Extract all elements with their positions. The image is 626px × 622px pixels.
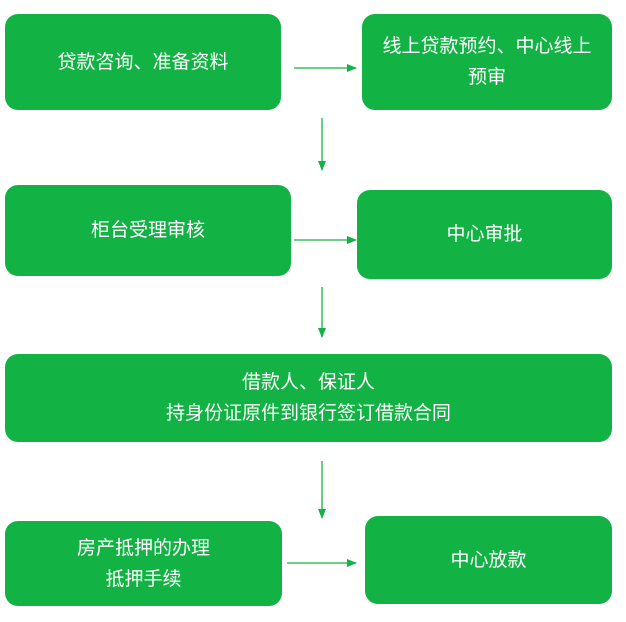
step-sign-contract: 借款人、保证人 持身份证原件到银行签订借款合同	[5, 354, 612, 442]
step-text-line: 线上贷款预约、中心线上	[382, 35, 592, 57]
step-text-line: 房产抵押的办理	[76, 536, 210, 559]
step-counter-review: 柜台受理审核	[5, 185, 291, 276]
step-text-line: 柜台受理审核	[90, 219, 205, 241]
step-loan-consultation: 贷款咨询、准备资料	[5, 14, 281, 110]
step-text-line: 抵押手续	[105, 567, 182, 590]
step-text-line: 借款人、保证人	[241, 371, 375, 393]
step-loan-disbursement: 中心放款	[365, 516, 612, 604]
step-text-line: 中心放款	[450, 548, 527, 571]
step-text-line: 中心审批	[446, 223, 523, 245]
step-text-line: 持身份证原件到银行签订借款合同	[165, 402, 451, 424]
step-online-reservation: 线上贷款预约、中心线上 预审	[362, 14, 612, 110]
step-text-line: 预审	[467, 66, 506, 88]
step-mortgage-registration: 房产抵押的办理 抵押手续	[5, 521, 282, 606]
step-text-line: 贷款咨询、准备资料	[57, 50, 229, 73]
step-center-approval: 中心审批	[357, 190, 612, 279]
